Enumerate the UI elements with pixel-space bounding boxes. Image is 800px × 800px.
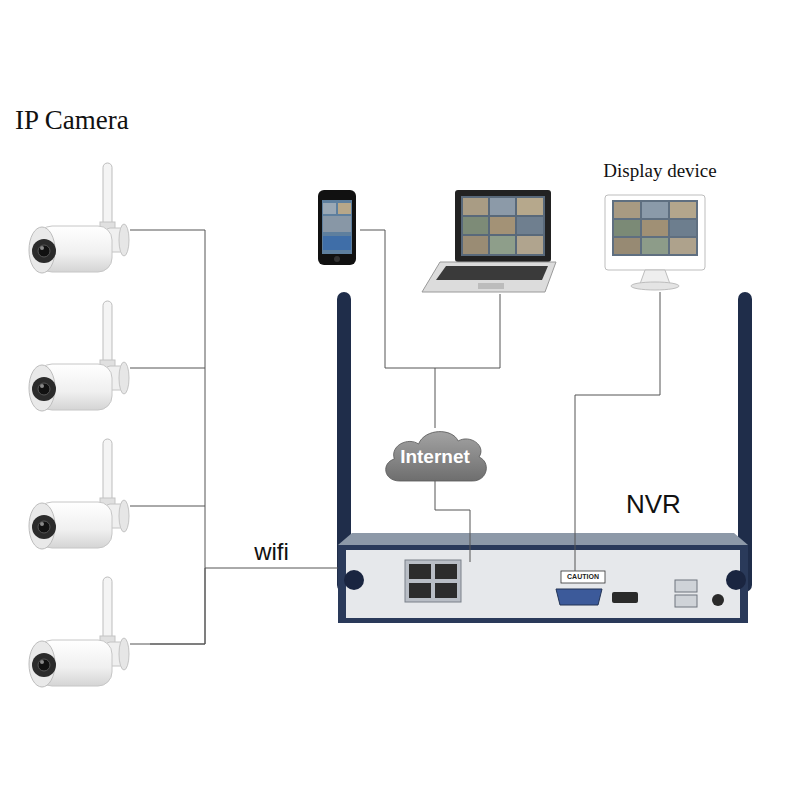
node-text: Display device: [580, 160, 740, 182]
screen-tile: [642, 238, 668, 254]
wire: [575, 533, 576, 571]
laptop: [422, 190, 556, 292]
internet-cloud: Internet: [380, 425, 490, 483]
lan-port: [409, 564, 431, 579]
monitor-screen: [612, 200, 698, 256]
node-text: Internet: [400, 446, 470, 468]
node-text: NVR: [626, 489, 748, 520]
laptop-lid: [455, 190, 551, 262]
vga-port: [556, 589, 602, 605]
connector-line: [575, 292, 660, 533]
screen-tile: [670, 202, 696, 218]
power-jack: [712, 594, 724, 606]
keyboard: [436, 266, 548, 280]
screen-tile: [490, 236, 515, 254]
usb-port: [675, 595, 697, 607]
caution-plate: [561, 571, 605, 583]
hdmi-port: [612, 592, 638, 603]
wire: [130, 368, 205, 369]
antenna-knob: [726, 570, 746, 590]
node-text: IP Camera: [15, 105, 150, 136]
screen-tile: [614, 238, 640, 254]
screen-tile: [490, 198, 515, 215]
wire: [470, 533, 471, 562]
camera-wires: [130, 230, 205, 644]
nvr-top: [338, 533, 748, 545]
lan-port: [409, 583, 431, 598]
screen-tile: [338, 203, 351, 214]
nvr-body: [338, 545, 748, 623]
lan-port: [435, 564, 457, 579]
screen-tile: [614, 202, 640, 218]
screen-tile: [517, 217, 543, 234]
connector-line: [150, 568, 338, 644]
touchpad: [478, 283, 504, 289]
cloud-outline: [386, 432, 487, 481]
screen-tile: [323, 216, 351, 232]
panel-label: CAUTION: [567, 572, 599, 581]
monitor-frame: [605, 195, 705, 270]
screen-tile: [517, 198, 543, 215]
laptop-screen: [461, 196, 545, 256]
ip-camera: [29, 163, 129, 273]
lan-port: [435, 583, 457, 598]
smartphone: [318, 190, 356, 265]
connector-line: [435, 481, 470, 533]
screen-tile: [463, 198, 488, 215]
wire: [435, 368, 436, 428]
screen-tile: [670, 238, 696, 254]
screen-tile: [614, 220, 640, 236]
nvr-recorder: [337, 292, 752, 623]
screen-tile: [323, 203, 336, 214]
screen-tile: [642, 202, 668, 218]
cloud-shape: [380, 425, 490, 483]
nvr-panel: [346, 550, 740, 618]
screen-tile: [670, 220, 696, 236]
screen-tile: [490, 217, 515, 234]
ip-camera: [29, 301, 129, 411]
monitor-base: [631, 282, 679, 290]
screen-tile: [463, 217, 488, 234]
screen-tile: [642, 220, 668, 236]
ip-camera: [29, 439, 129, 549]
phone-screen: [322, 200, 352, 254]
ip-camera: [29, 577, 129, 687]
home-button: [334, 256, 340, 262]
screen-tile: [463, 236, 488, 254]
wire: [360, 230, 500, 368]
nvr-recorder: NVR: [338, 533, 748, 623]
lan-block: [405, 560, 461, 602]
monitor: [605, 195, 705, 290]
screen-tile: [517, 236, 543, 254]
antenna-knob: [344, 570, 364, 590]
camera-group: IP Camera: [10, 105, 150, 705]
edge-label: wifi: [252, 538, 291, 566]
laptop-base: [422, 262, 556, 292]
display-device: Display device: [580, 160, 740, 292]
wire: [130, 506, 205, 507]
phone-body: [318, 190, 356, 265]
screen-tile: [323, 236, 351, 250]
usb-port: [675, 580, 697, 592]
wire: [130, 230, 205, 231]
